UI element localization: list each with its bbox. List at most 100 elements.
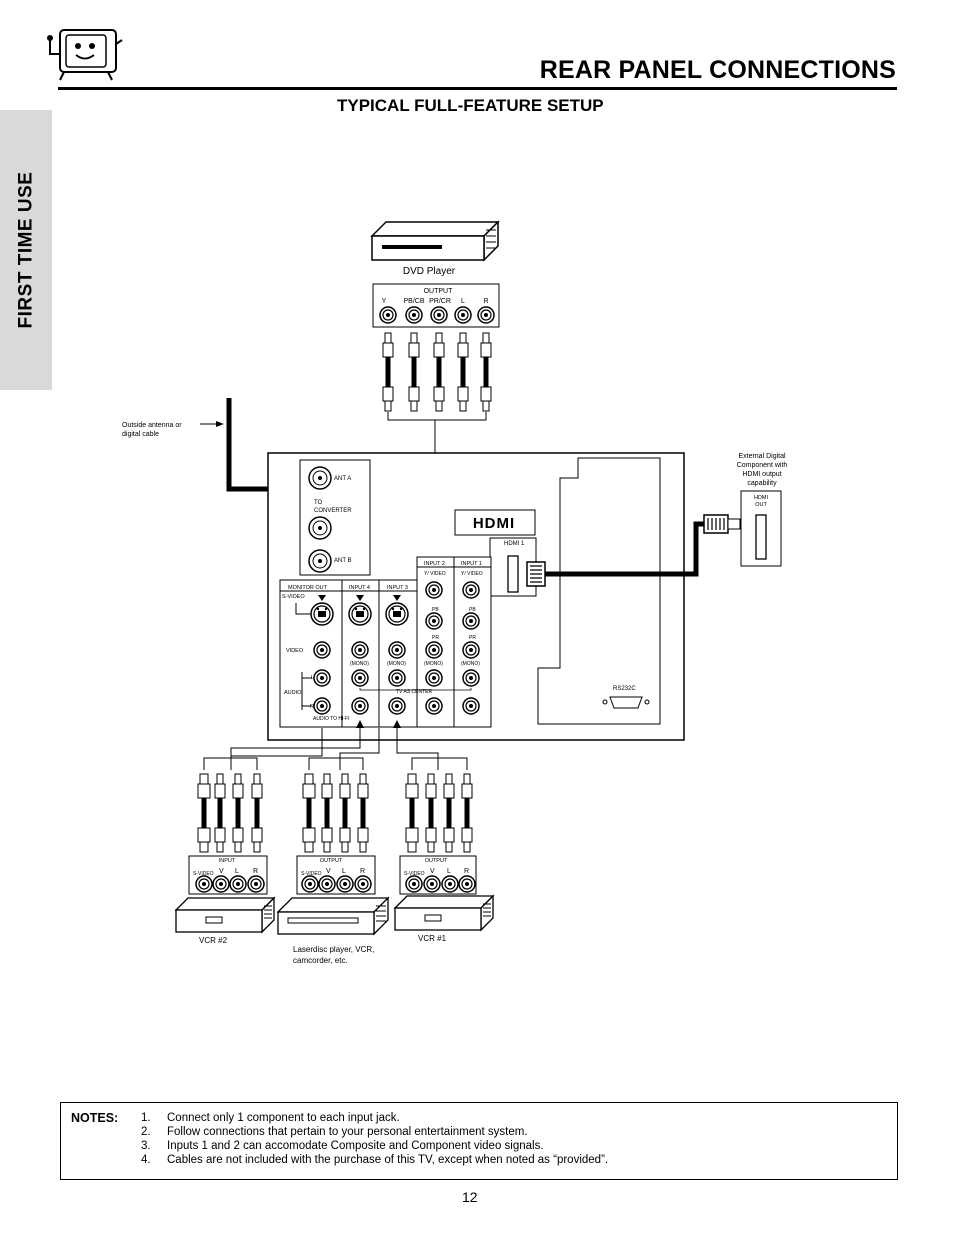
- input-2-y-video: Y/ VIDEO: [424, 571, 446, 577]
- note-item: 3. Inputs 1 and 2 can accomodate Composit…: [141, 1140, 881, 1152]
- note-number: 4.: [141, 1154, 151, 1166]
- audio-r-label: R: [310, 704, 314, 710]
- input-2-header: INPUT 2: [424, 561, 445, 567]
- hdmi-logo-frame: [454, 509, 536, 536]
- vcr2-jack-r: R: [253, 868, 258, 875]
- to-converter-label-1: TO: [314, 500, 323, 506]
- hdmi-1-label: HDMI 1: [504, 541, 525, 547]
- ext-component-label-4: capability: [747, 480, 777, 487]
- section-subtitle: TYPICAL FULL-FEATURE SETUP: [337, 96, 604, 115]
- input-2-pb-label: PB: [432, 607, 439, 613]
- vcr1-cables: [405, 773, 473, 853]
- note-number: 3.: [141, 1140, 151, 1152]
- input-4-header: INPUT 4: [349, 585, 370, 591]
- input-1-header: INPUT 1: [461, 561, 482, 567]
- laserdisc-cables: [302, 773, 369, 853]
- notes-box: NOTES: 1. Connect only 1 component to eac…: [60, 1102, 898, 1180]
- vcr2-label: VCR #2: [199, 936, 228, 945]
- note-text: Inputs 1 and 2 can accomodate Composite …: [167, 1140, 544, 1152]
- hdmi-cable: [545, 528, 699, 577]
- ext-component-label-2: Component with: [737, 462, 788, 469]
- input-2-pr-label: PR: [432, 635, 439, 641]
- monitor-out-s-video-jack: [310, 602, 334, 626]
- note-number: 1.: [141, 1112, 151, 1124]
- audio-to-hi-fi-label: AUDIO TO HI-FI: [313, 716, 349, 722]
- rs232c-section: [537, 457, 661, 725]
- vcr2-jack-l: L: [235, 868, 239, 875]
- input-3-s-video-jack: [385, 602, 409, 626]
- video-label: VIDEO: [286, 648, 304, 654]
- note-item: 4. Cables are not included with the purch…: [141, 1154, 881, 1166]
- hdmi-logo: HDMI: [473, 515, 515, 532]
- hdmi-out-port: [755, 514, 767, 560]
- page-title: REAR PANEL CONNECTIONS: [539, 56, 896, 84]
- note-text: Follow connections that pertain to your …: [167, 1126, 528, 1138]
- audio-label: AUDIO: [284, 690, 302, 696]
- note-item: 1. Connect only 1 component to each input…: [141, 1112, 881, 1124]
- input-2-mono: (MONO): [424, 661, 443, 667]
- dvd-output-title: OUTPUT: [424, 288, 454, 295]
- vcr2-jack-svideo: S-VIDEO: [193, 871, 214, 877]
- vcr1-icon: [394, 895, 494, 931]
- antenna-label-2: digital cable: [122, 431, 159, 438]
- hdmi-1-port: [507, 555, 519, 593]
- laserdisc-jack-l: L: [342, 868, 346, 875]
- vcr2-icon: [175, 897, 275, 933]
- laserdisc-panel-title: OUTPUT: [320, 858, 343, 864]
- note-text: Connect only 1 component to each input j…: [167, 1112, 400, 1124]
- vcr1-jack-v: V: [430, 868, 435, 875]
- vcr1-jack-r: R: [464, 868, 469, 875]
- note-number: 2.: [141, 1126, 151, 1138]
- dvd-jack-y: Y: [382, 298, 387, 305]
- vcr2-cables: [197, 773, 263, 853]
- input-3-mono: (MONO): [387, 661, 406, 667]
- input-1-y-video: Y/ VIDEO: [461, 571, 483, 577]
- rs232c-port: [602, 696, 650, 709]
- dvd-jack-pb: PB/CB: [403, 298, 424, 305]
- input-1-mono: (MONO): [461, 661, 480, 667]
- monitor-out-header: MONITOR OUT: [288, 585, 328, 591]
- dvd-jack-l: L: [461, 298, 465, 305]
- dvd-jack-pr: PR/CR: [429, 298, 451, 305]
- hdmi-out-label-1: HDMI: [754, 495, 769, 501]
- page-number: 12: [462, 1189, 478, 1205]
- note-item: 2. Follow connections that pertain to you…: [141, 1126, 881, 1138]
- laserdisc-jack-v: V: [326, 868, 331, 875]
- vcr2-jack-v: V: [219, 868, 224, 875]
- dvd-jack-r: R: [483, 298, 488, 305]
- input-3-header: INPUT 3: [387, 585, 408, 591]
- hdmi-out-label-2: OUT: [755, 502, 767, 508]
- laserdisc-player-icon: [276, 896, 390, 936]
- tv-as-center-label: TV AS CENTER: [396, 689, 433, 695]
- to-converter-jack: [308, 516, 332, 540]
- antenna-label-1: Outside antenna or: [122, 422, 182, 429]
- input-1-pr-label: PR: [469, 635, 476, 641]
- to-converter-label-2: CONVERTER: [314, 508, 352, 514]
- dvd-player-label: DVD Player: [403, 266, 456, 277]
- tv-mascot-icon: [47, 29, 123, 81]
- audio-l-label: L: [311, 675, 314, 681]
- dvd-component-cables: [382, 332, 492, 412]
- input-4-s-video-jack: [348, 602, 372, 626]
- vcr1-panel-title: OUTPUT: [425, 858, 448, 864]
- side-tab-background: [0, 110, 52, 390]
- ant-b-label: ANT B: [334, 558, 352, 564]
- laserdisc-jack-svideo: S-VIDEO: [301, 871, 322, 877]
- dvd-player-icon: [370, 220, 500, 262]
- input-4-mono: (MONO): [350, 661, 369, 667]
- ext-component-label-1: External Digital: [738, 453, 786, 460]
- notes-label: NOTES:: [71, 1111, 119, 1125]
- ant-a-jack: [308, 466, 332, 490]
- vcr1-jack-svideo: S-VIDEO: [404, 871, 425, 877]
- note-text: Cables are not included with the purchas…: [167, 1154, 609, 1166]
- vcr1-jack-l: L: [447, 868, 451, 875]
- input-1-pb-label: PB: [469, 607, 476, 613]
- s-video-label: S-VIDEO: [282, 594, 305, 600]
- ant-a-label: ANT A: [334, 476, 351, 482]
- vcr1-label: VCR #1: [418, 934, 447, 943]
- ant-b-jack: [308, 549, 332, 573]
- laserdisc-label-1: Laserdisc player, VCR,: [293, 945, 374, 954]
- ext-component-label-3: HDMI output: [742, 471, 781, 478]
- rs232c-label: RS232C: [613, 686, 636, 692]
